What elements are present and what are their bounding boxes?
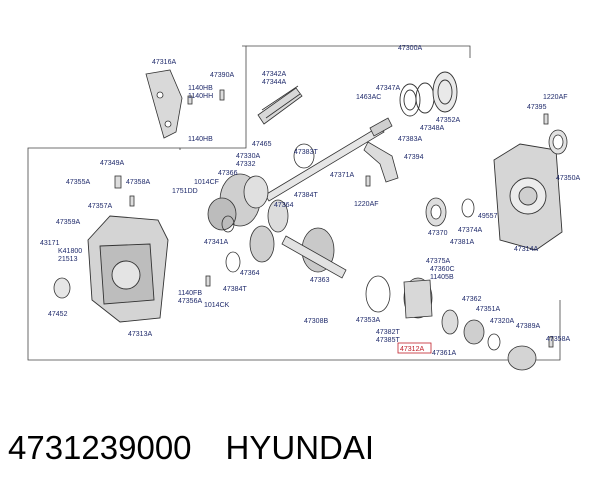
part-label: 1014CF xyxy=(194,179,219,186)
part-label: 47452 xyxy=(48,311,68,318)
outline-upper xyxy=(179,45,247,150)
part-label: 1140HB xyxy=(188,85,213,92)
main-shaft xyxy=(264,117,393,202)
highlighted-part-label: 47312A xyxy=(400,346,424,353)
bracket-47394 xyxy=(363,141,399,183)
gear-cluster xyxy=(207,173,269,231)
part-label: 47375A xyxy=(426,258,450,265)
part-label: 47350A xyxy=(556,175,580,182)
part-label: 1220AF xyxy=(543,94,568,101)
part-label: 47352A xyxy=(436,117,460,124)
highlight-box xyxy=(397,342,432,354)
rear-housing xyxy=(493,143,563,251)
part-label: 47371A xyxy=(330,172,354,179)
part-label: 47362 xyxy=(462,296,482,303)
part-labels: 47300A 47316A 47390A 1140HB 1140HH 1140H… xyxy=(40,45,580,357)
assembly-outlines xyxy=(27,45,561,361)
small-rings xyxy=(53,143,315,299)
part-label: 47384T xyxy=(294,192,318,199)
gears-center xyxy=(249,199,347,279)
part-label: 49557 xyxy=(478,213,498,220)
bracket-47316a xyxy=(145,69,183,139)
seal-47350a xyxy=(548,129,568,155)
part-label: 47357A xyxy=(88,203,112,210)
part-label: 1140FB xyxy=(178,290,202,297)
part-label: 47370 xyxy=(428,230,448,237)
part-label: 47355A xyxy=(66,179,90,186)
part-label: 47332 xyxy=(236,161,256,168)
part-label: 47361A xyxy=(432,350,456,357)
part-label: 1140HB xyxy=(188,136,213,143)
part-label: 47348A xyxy=(420,125,444,132)
part-label: 47360C xyxy=(430,266,455,273)
part-label: 47383T xyxy=(294,149,318,156)
part-label: 1751DD xyxy=(172,188,198,195)
oil-pump-cover xyxy=(365,275,433,319)
part-label: 47358A xyxy=(546,336,570,343)
part-label: 47341A xyxy=(204,239,228,246)
part-label: 21513 xyxy=(58,256,78,263)
output-flange xyxy=(441,309,537,371)
part-label: 47351A xyxy=(476,306,500,313)
part-label: 47381A xyxy=(450,239,474,246)
part-label: 47358A xyxy=(126,179,150,186)
part-number: 4731239000 xyxy=(8,429,192,466)
part-label: 47366 xyxy=(218,170,238,177)
part-label: 47364 xyxy=(274,202,294,209)
bolts xyxy=(114,89,554,348)
part-label: 47308B xyxy=(304,318,328,325)
part-label: 47342A xyxy=(262,71,286,78)
part-label: 1220AF xyxy=(354,201,379,208)
seal-rings-top xyxy=(399,71,458,117)
part-label: 47356A xyxy=(178,298,202,305)
part-label: 47364 xyxy=(240,270,260,277)
caption-bar: 4731239000 HYUNDAI xyxy=(8,420,374,476)
part-label: K41800 xyxy=(58,248,82,255)
part-label: 47383A xyxy=(398,136,422,143)
input-shaft xyxy=(257,85,303,125)
part-label: 47359A xyxy=(56,219,80,226)
part-label: 47374A xyxy=(458,227,482,234)
part-label: 47349A xyxy=(100,160,124,167)
part-label: 47384T xyxy=(223,286,247,293)
outline-lower xyxy=(27,147,561,361)
part-label: 47363 xyxy=(310,277,330,284)
part-label: 47300A xyxy=(398,45,422,52)
part-label: 47382T xyxy=(376,329,400,336)
part-label: 47314A xyxy=(514,246,538,253)
exploded-parts-diagram: 47300A 47316A 47390A 1140HB 1140HH 1140H… xyxy=(27,45,580,371)
part-label: 47390A xyxy=(210,72,234,79)
bearing-47370 xyxy=(425,197,475,227)
part-label: 1140HH xyxy=(188,93,213,100)
part-label: 11405B xyxy=(430,274,454,281)
part-label: 47395 xyxy=(527,104,547,111)
part-label: 47465 xyxy=(252,141,272,148)
part-label: 47389A xyxy=(516,323,540,330)
part-label: 1463AC xyxy=(356,94,381,101)
front-housing xyxy=(87,215,169,323)
part-label: 47316A xyxy=(152,59,176,66)
part-label: 47330A xyxy=(236,153,260,160)
brand-name: HYUNDAI xyxy=(225,429,375,466)
part-label: 47347A xyxy=(376,85,400,92)
outline-top xyxy=(246,45,471,58)
part-label: 47385T xyxy=(376,337,400,344)
part-label: 43171 xyxy=(40,240,60,247)
part-label: 47313A xyxy=(128,331,152,338)
part-label: 47353A xyxy=(356,317,380,324)
part-label: 47394 xyxy=(404,154,424,161)
part-label: 47320A xyxy=(490,318,514,325)
part-label: 1014CK xyxy=(204,302,230,309)
part-label: 47344A xyxy=(262,79,286,86)
